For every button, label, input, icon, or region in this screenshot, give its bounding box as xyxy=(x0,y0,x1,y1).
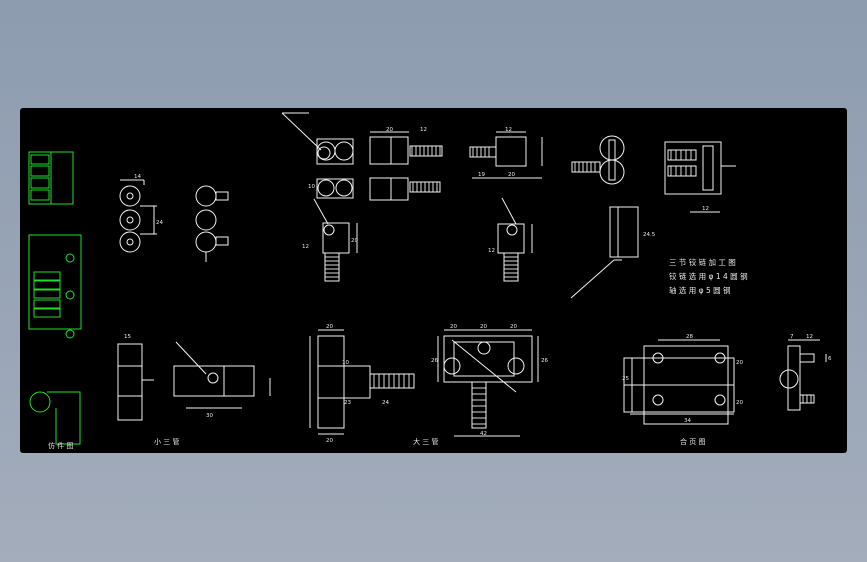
dim-42-bt: 42 xyxy=(480,431,487,437)
detail-f xyxy=(313,198,358,282)
detail-c xyxy=(469,131,543,179)
dim-12-f: 12 xyxy=(302,244,309,250)
dim-25-asm: 25 xyxy=(622,376,629,382)
dim-245-h: 24.5 xyxy=(643,232,656,238)
dim-12-e: 12 xyxy=(702,206,709,212)
dim-20-asm-a: 20 xyxy=(736,360,743,366)
dim-28-asm: 28 xyxy=(686,334,693,340)
dim-20-big-bottom: 20 xyxy=(326,438,333,444)
caption-big: 大 三 管 xyxy=(413,437,438,446)
detail-e xyxy=(664,141,736,213)
dim-26-bt-right: 26 xyxy=(541,358,548,364)
dim-24-big: 24 xyxy=(382,400,389,406)
dim-20-big-top: 20 xyxy=(326,324,333,330)
knuckle-front-view xyxy=(119,179,157,253)
assembly-side-view xyxy=(779,339,827,411)
note-line-1: 三 节 铰 链 加 工 图 xyxy=(669,257,736,267)
dim-20-bt1: 20 xyxy=(450,324,457,330)
dim-12-g: 12 xyxy=(488,248,495,254)
dim-20-b: 20 xyxy=(386,127,393,133)
big-tube-front xyxy=(309,329,415,435)
dim-6-side: 6 xyxy=(828,356,832,362)
dim-15-small: 15 xyxy=(124,334,131,340)
dim-30-small: 30 xyxy=(206,413,213,419)
dim-26-bt: 26 xyxy=(431,358,438,364)
note-line-2: 铰 链 选 用 φ 1 4 圆 钢 xyxy=(669,271,748,281)
caption-left: 仿 件 图 xyxy=(48,441,73,450)
knuckle-side-view xyxy=(195,185,229,262)
dim-19-c: 19 xyxy=(478,172,485,178)
dim-20-bt3: 20 xyxy=(510,324,517,330)
dim-14-top: 14 xyxy=(134,174,141,180)
caption-small: 小 三 管 xyxy=(154,437,179,446)
detail-h xyxy=(570,206,639,299)
detail-g xyxy=(497,197,533,282)
dim-20-f: 20 xyxy=(351,238,358,244)
note-line-3: 轴 选 用 φ 5 圆 钢 xyxy=(669,285,731,295)
dim-20-c: 20 xyxy=(508,172,515,178)
dim-10-big: 10 xyxy=(342,360,349,366)
dim-7-side: 7 xyxy=(790,334,794,340)
dim-20-bt2: 20 xyxy=(480,324,487,330)
small-tube-side xyxy=(173,341,271,409)
caption-assembly: 合 页 图 xyxy=(680,437,705,446)
assembly-view xyxy=(623,339,735,425)
small-tube-front xyxy=(117,343,154,421)
dim-34-asm: 34 xyxy=(684,418,691,424)
green-view-bottom xyxy=(29,391,81,445)
dim-12-c: 12 xyxy=(505,127,512,133)
green-view-middle xyxy=(28,234,82,339)
cad-drawing-sheet[interactable]: 仿 件 图 14 24 10 xyxy=(20,108,847,453)
detail-b-bottom xyxy=(369,177,441,201)
big-tube-top xyxy=(437,329,539,437)
cad-drawing: 仿 件 图 14 24 10 xyxy=(28,112,832,450)
dim-10-detail: 10 xyxy=(308,184,315,190)
dim-23-big: 23 xyxy=(344,400,351,406)
detail-b-top xyxy=(369,131,443,165)
green-view-top xyxy=(28,151,74,205)
detail-d xyxy=(571,135,625,185)
dim-12-side: 12 xyxy=(806,334,813,340)
dim-24-side: 24 xyxy=(156,220,163,226)
dim-12-b: 12 xyxy=(420,127,427,133)
detail-a xyxy=(281,112,354,199)
dim-20-asm-b: 20 xyxy=(736,400,743,406)
